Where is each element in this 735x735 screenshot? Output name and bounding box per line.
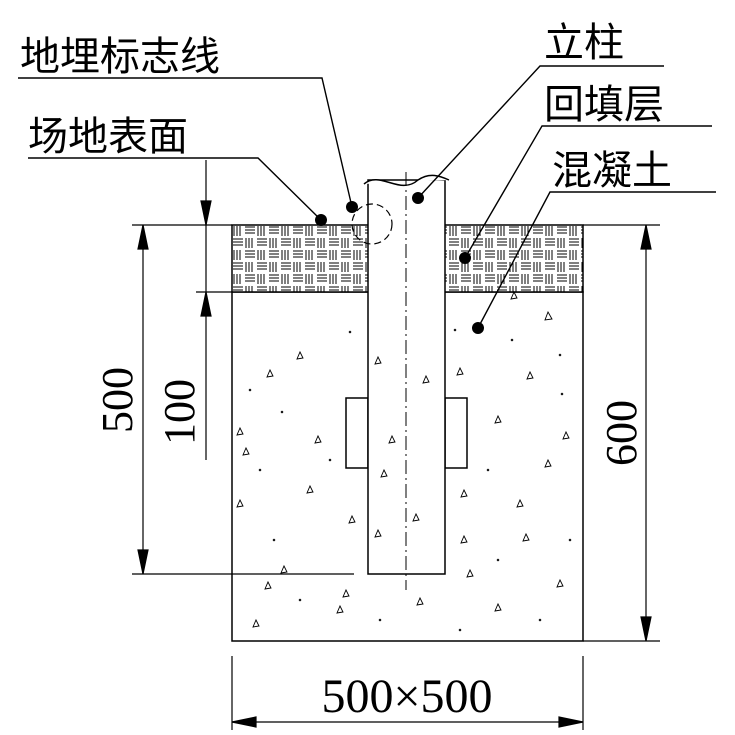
leader-dots [315, 192, 484, 334]
label-site-surface: 场地表面 [28, 114, 188, 160]
label-post: 立柱 [544, 20, 624, 66]
dim-text-footing-size: 500×500 [321, 670, 492, 723]
post-aggregate-marks [374, 355, 430, 538]
dimension-embed-depth [132, 224, 354, 575]
dim-text-backfill-thickness: 100 [155, 379, 204, 445]
label-marker-line: 地埋标志线 [20, 34, 220, 80]
label-backfill: 回填层 [544, 82, 664, 128]
leader-lines [18, 65, 716, 329]
dimension-total-depth [583, 224, 660, 642]
dim-text-embed-depth: 500 [93, 367, 142, 433]
post-break-line [363, 174, 450, 187]
label-concrete: 混凝土 [552, 148, 672, 194]
dimension-footing-size [231, 656, 584, 730]
post-base-plate-left [345, 397, 369, 469]
marker-line-callout-circle [351, 203, 393, 245]
dim-text-total-depth: 600 [597, 400, 646, 466]
dimension-backfill-thickness [196, 160, 232, 460]
post-base-plate-right [444, 397, 468, 469]
